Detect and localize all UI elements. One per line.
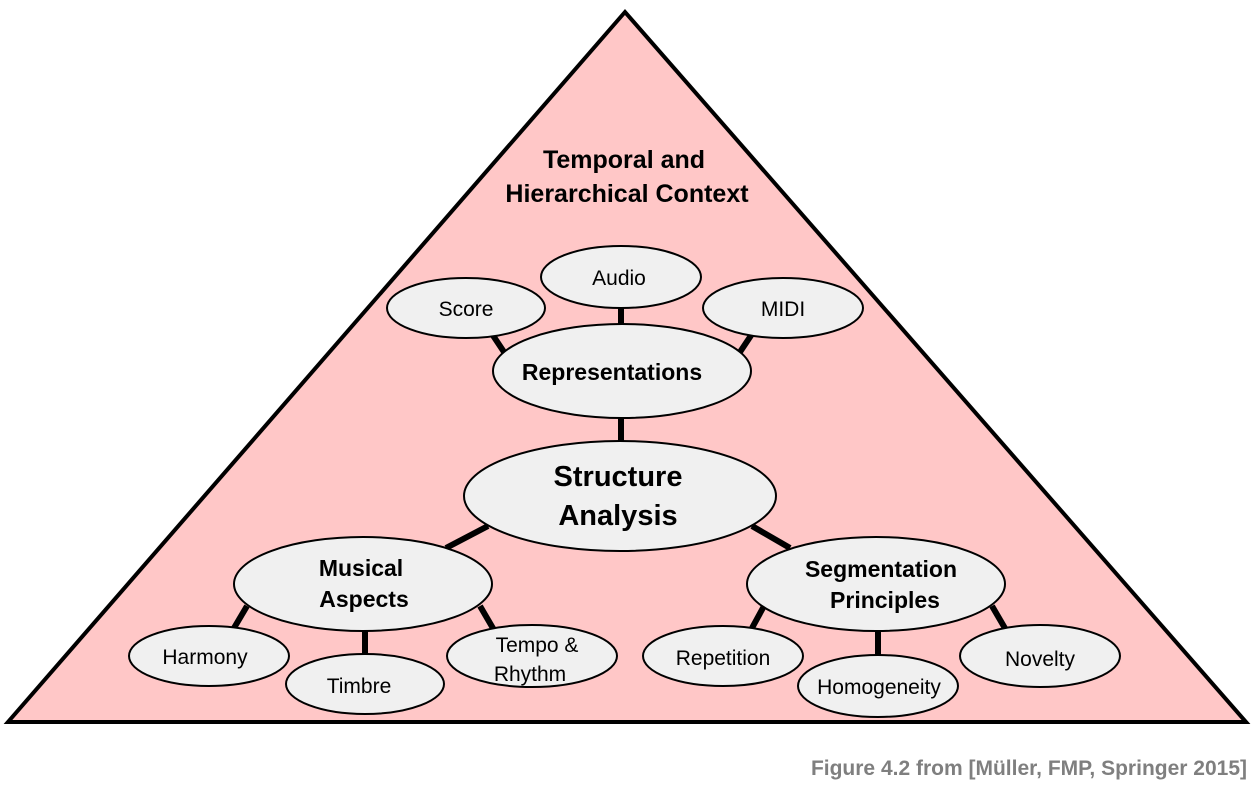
label-audio: Audio — [592, 267, 646, 290]
node-repetition — [642, 625, 804, 687]
label-structure-line-1: Structure — [554, 461, 683, 493]
node-novelty — [959, 624, 1121, 688]
label-segmentation-line-1: Segmentation — [805, 556, 957, 582]
node-harmony — [128, 625, 290, 687]
label-structure-line-2: Analysis — [558, 500, 677, 532]
connectors — [231, 308, 1009, 656]
label-score: Score — [439, 298, 494, 321]
label-homogeneity: Homogeneity — [817, 676, 941, 699]
label-harmony: Harmony — [162, 646, 248, 669]
label-novelty: Novelty — [1005, 648, 1076, 671]
connector-tempo — [477, 604, 497, 632]
node-timbre — [285, 653, 445, 715]
label-midi: MIDI — [761, 298, 805, 321]
node-segmentation-principles — [746, 536, 1006, 632]
node-structure-analysis — [463, 440, 777, 552]
context-title-line-2: Hierarchical Context — [505, 180, 749, 208]
label-tempo-line-2: Rhythm — [494, 663, 566, 686]
label-repetition: Repetition — [676, 647, 771, 670]
node-score — [386, 277, 546, 339]
figure-caption: Figure 4.2 from [Müller, FMP, Springer 2… — [810, 757, 1247, 780]
node-audio — [540, 245, 702, 309]
connector-novelty — [989, 604, 1009, 632]
connector-harmony — [231, 604, 250, 630]
label-representations: Representations — [522, 359, 702, 385]
node-homogeneity — [797, 654, 959, 718]
connector-repetition — [749, 604, 767, 630]
node-tempo-rhythm — [446, 624, 618, 688]
connector-midi — [737, 332, 755, 354]
context-title-line-1: Temporal and — [543, 146, 705, 174]
label-musical-line-1: Musical — [319, 555, 403, 581]
label-segmentation-line-2: Principles — [830, 587, 940, 613]
label-timbre: Timbre — [327, 675, 392, 698]
label-musical-line-2: Aspects — [319, 586, 408, 612]
node-representations — [492, 323, 752, 419]
node-musical-aspects — [233, 536, 493, 632]
connector-center-musical — [444, 523, 490, 551]
node-midi — [702, 277, 864, 339]
label-tempo-line-1: Tempo & — [496, 634, 579, 657]
connector-center-segmentation — [750, 523, 792, 551]
